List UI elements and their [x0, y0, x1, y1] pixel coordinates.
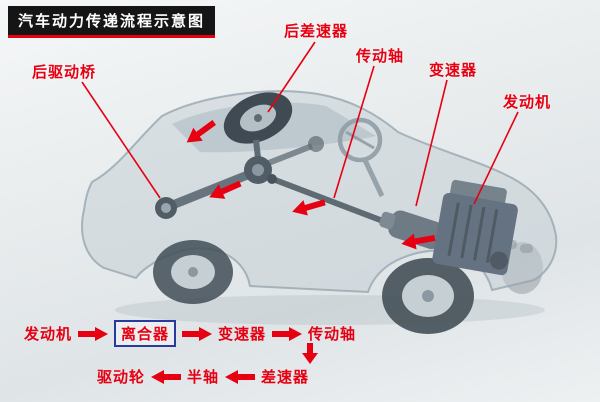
half-shaft-far	[264, 143, 314, 167]
label-rear-drive-axle: 后驱动桥	[32, 64, 97, 81]
flow-engine: 发动机	[24, 326, 73, 343]
flow-arrow-left-icon	[151, 369, 182, 384]
flow-arrow-right-icon	[272, 326, 303, 341]
flow-arrow-right-icon	[78, 326, 109, 341]
label-pointer-lines	[81, 41, 519, 207]
flow-row-1: 发动机 离合器 变速器 传动轴	[24, 320, 356, 347]
flow-clutch: 离合器	[114, 320, 177, 347]
steering-wheel	[337, 117, 385, 198]
flow-differential: 差速器	[261, 369, 310, 386]
suspension-arm	[253, 139, 261, 159]
flow-transmission: 变速器	[218, 326, 267, 343]
flow-drive-shaft: 传动轴	[308, 326, 357, 343]
exploded-rear-wheel	[223, 92, 293, 144]
flow-arrow-right-icon	[182, 326, 213, 341]
flow-drive-wheels: 驱动轮	[97, 369, 146, 386]
label-transmission: 变速器	[429, 62, 478, 79]
flow-half-shaft: 半轴	[187, 369, 220, 386]
rear-axle	[168, 169, 252, 211]
diagram-title: 汽车动力传递流程示意图	[8, 6, 216, 38]
drivetrain	[155, 92, 518, 276]
label-engine: 发动机	[503, 94, 552, 111]
flow-row-2: 驱动轮 半轴 差速器	[97, 366, 309, 387]
label-drive-shaft: 传动轴	[356, 48, 405, 65]
front-wheel	[382, 258, 474, 334]
engine-block	[432, 179, 518, 276]
drive-shaft-line	[268, 175, 398, 229]
far-hub	[308, 136, 324, 152]
flow-arrow-left-icon	[225, 369, 256, 384]
label-rear-differential: 后差速器	[284, 23, 349, 40]
rear-wheel	[153, 240, 233, 304]
flow-arrow-down-icon	[302, 343, 318, 364]
